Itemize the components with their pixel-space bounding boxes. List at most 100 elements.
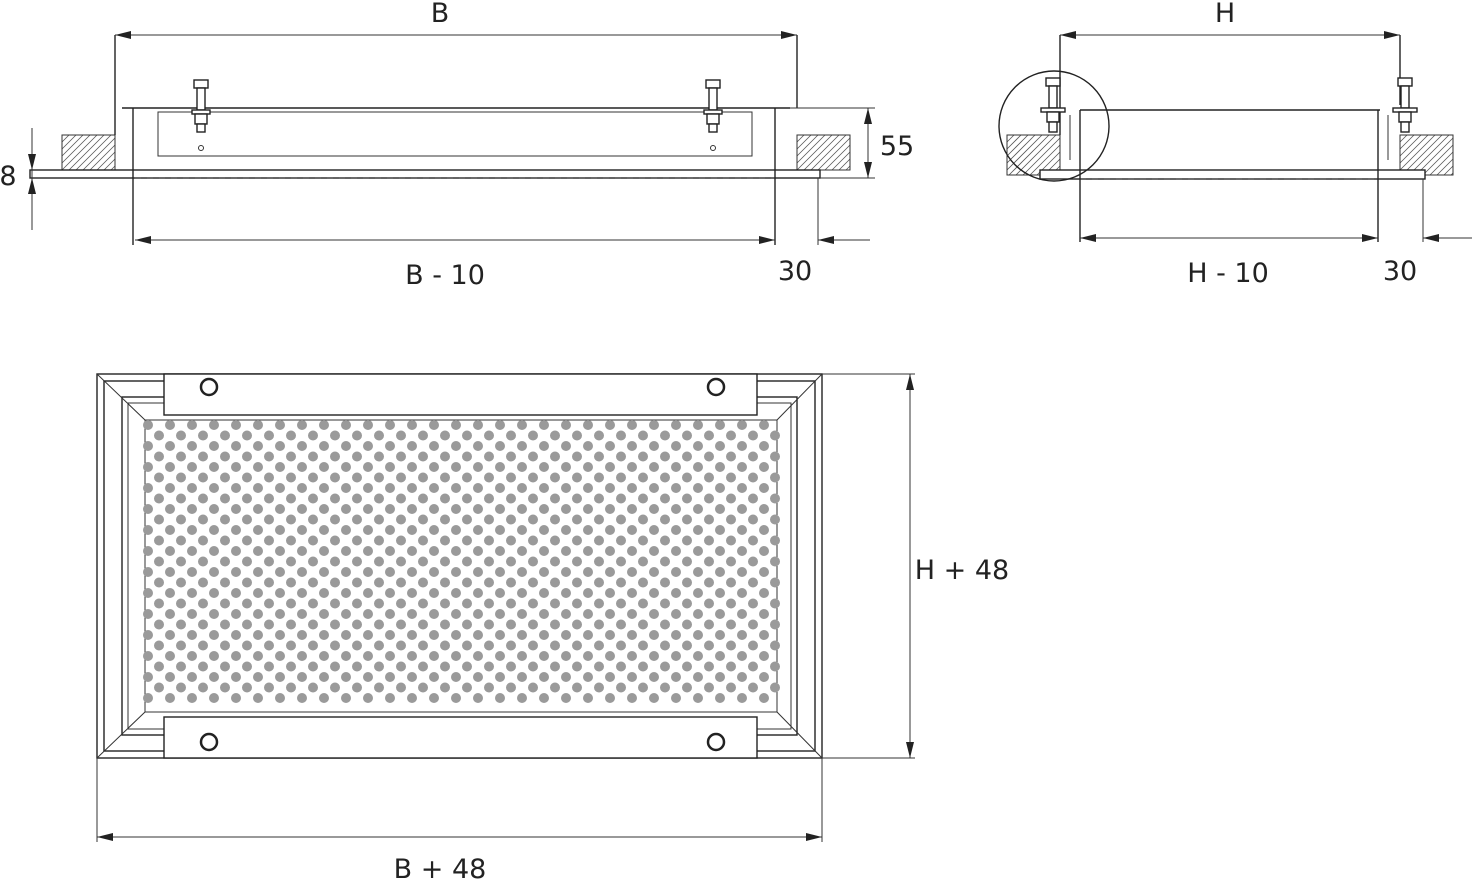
dimension-30-label: 30 [1383,256,1417,287]
perforation-dot [528,430,538,441]
perforation-dot [693,651,703,661]
perforation-dot [770,472,780,483]
perforation-dot [462,472,472,483]
perforation-dot [264,682,274,693]
perforation-dot [319,420,329,430]
perforation-dot [198,556,208,567]
perforation-dot [627,420,637,430]
perforation-dot [627,630,637,640]
perforation-dot [319,588,329,598]
perforation-dot [506,682,516,693]
perforation-dot [649,525,659,535]
perforation-dot [638,430,648,441]
perforation-dot [385,693,395,703]
perforation-dot [374,514,384,525]
perforation-dot [154,598,164,609]
perforation-dot [440,598,450,609]
perforation-dot [528,619,538,630]
perforation-dot [528,493,538,504]
perforation-dot [550,514,560,525]
perforation-dot [726,598,736,609]
hatch-line [803,134,840,171]
perforation-dot [627,483,637,493]
perforation-dot [264,661,274,672]
perforation-dot [616,598,626,609]
perforation-dot [671,588,681,598]
perforation-dot [682,472,692,483]
perforation-dot [143,567,153,577]
perforation-dot [462,493,472,504]
perforation-dot [528,682,538,693]
perforation-dot [198,535,208,546]
perforation-dot [616,451,626,462]
perforation-dot [308,430,318,441]
perforation-dot [638,619,648,630]
perforation-dot [495,672,505,682]
perforation-dot [528,535,538,546]
perforation-dot [352,535,362,546]
perforation-dot [429,609,439,619]
perforation-dot [616,640,626,651]
perforation-dot [572,493,582,504]
perforation-dot [682,598,692,609]
perforation-dot [770,514,780,525]
perforation-dot [627,525,637,535]
perforation-dot [616,577,626,588]
perforation-dot [275,672,285,682]
perforation-dot [572,556,582,567]
perforation-dot [374,661,384,672]
perforation-dot [319,672,329,682]
perforation-dot [572,682,582,693]
perforation-dot [748,682,758,693]
perforation-dot [451,672,461,682]
perforation-dot [704,535,714,546]
hatch-line [1029,144,1061,176]
hatch-line [796,134,833,171]
perforation-dot [297,441,307,451]
perforation-dot [374,451,384,462]
perforation-dot [451,441,461,451]
perforation-dot [396,430,406,441]
perforation-dot [473,588,483,598]
perforation-dot [286,514,296,525]
perforation-dot [363,462,373,472]
perforation-dot [352,493,362,504]
perforation-dot [275,483,285,493]
perforation-dot [297,420,307,430]
perforation-dot [352,640,362,651]
perforation-dot [209,588,219,598]
perforation-dot [451,630,461,640]
perforation-dot [759,567,769,577]
perforation-dot [330,430,340,441]
perforation-dot [297,630,307,640]
perforation-dot [352,472,362,483]
perforation-dot [627,588,637,598]
perforation-dot [770,598,780,609]
perforation-dot [374,682,384,693]
perforation-dot [506,472,516,483]
perforation-dot [187,483,197,493]
perforation-dot [231,651,241,661]
perforation-dot [363,420,373,430]
perforation-dot [605,546,615,556]
perforation-dot [671,441,681,451]
perforation-dot [264,598,274,609]
perforation-dot [605,672,615,682]
perforation-dot [682,682,692,693]
perforation-dot [154,535,164,546]
section-height-view: H H - 10 30 [998,0,1472,289]
perforation-dot [407,420,417,430]
perforation-dot [165,525,175,535]
perforation-dot [627,462,637,472]
perforation-dot [759,462,769,472]
perforation-dot [253,609,263,619]
dimension-b-label: B [431,0,450,29]
perforation-dot [330,577,340,588]
perforation-dot [660,535,670,546]
perforation-dot [539,441,549,451]
perforation-dot [374,577,384,588]
perforation-dot [737,630,747,640]
perforation-dot [517,651,527,661]
perforation-dot [418,514,428,525]
